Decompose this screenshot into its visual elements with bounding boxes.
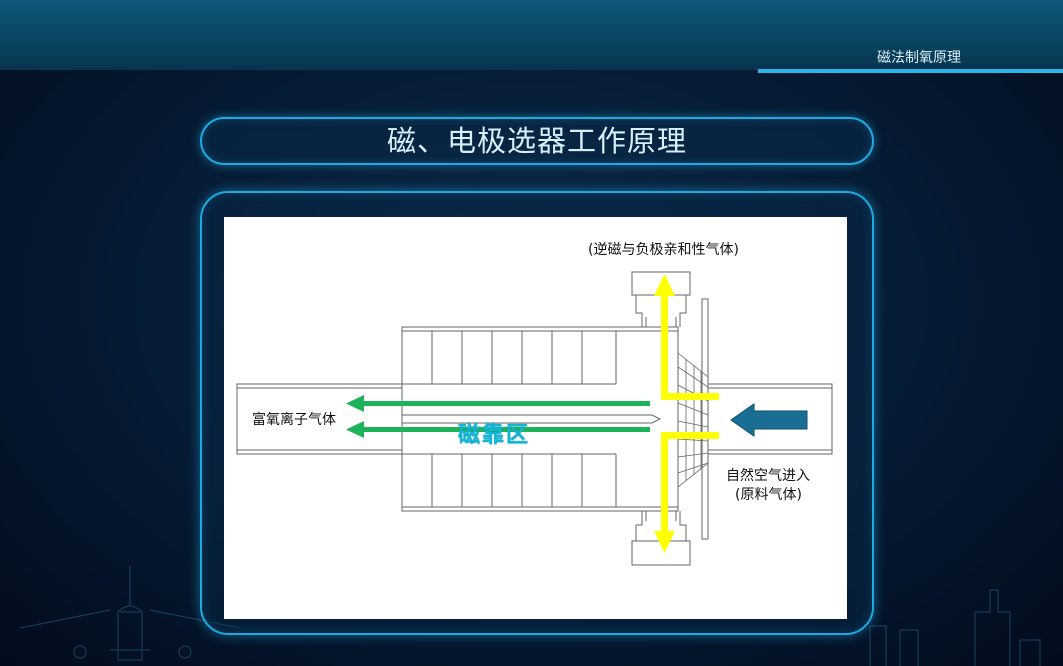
oxygen-arrow-lower (360, 427, 650, 432)
yellow-arrow-down-shaft (661, 432, 668, 538)
oxygen-arrow-upper (360, 401, 650, 406)
magnetic-chamber (401, 326, 679, 512)
yellow-arrowhead-down (654, 531, 675, 553)
electrode-grid (677, 352, 709, 488)
left-outlet-label: 富氧离子气体 (252, 412, 336, 428)
background-skyline (19, 566, 1041, 666)
yellow-arrow-up-elbow (661, 393, 719, 400)
top-outlet-label: (逆磁与负极亲和性气体) (588, 242, 739, 258)
slide-title-banner: 磁、电极选器工作原理 (200, 117, 874, 165)
right-flange (701, 298, 709, 540)
yellow-arrow-down-elbow (661, 432, 719, 439)
oxygen-flow-arrows (346, 395, 650, 438)
oxygen-arrowhead-lower (346, 421, 364, 438)
inlet-label-line2: (原料气体) (735, 487, 802, 503)
magnetic-zone-label: 磁靠区 (458, 423, 531, 448)
inlet-label-line1: 自然空气进入 (726, 468, 810, 484)
inlet-arrow (730, 403, 808, 437)
selector-diagram (236, 271, 833, 566)
yellow-arrowhead-up (654, 274, 675, 296)
diagram-panel: (逆磁与负极亲和性气体) 富氧离子气体 磁靠区 自然空气进入 (原料气体) (224, 217, 847, 619)
slide-title: 磁、电极选器工作原理 (386, 124, 687, 158)
header-accent-line (758, 69, 1063, 73)
yellow-arrow-up-shaft (661, 293, 668, 399)
diamagnetic-flow-arrows (654, 274, 719, 553)
section-title: 磁法制氧原理 (877, 50, 961, 66)
header-bar: 磁法制氧原理 (0, 0, 1063, 70)
oxygen-arrowhead-upper (346, 395, 364, 412)
